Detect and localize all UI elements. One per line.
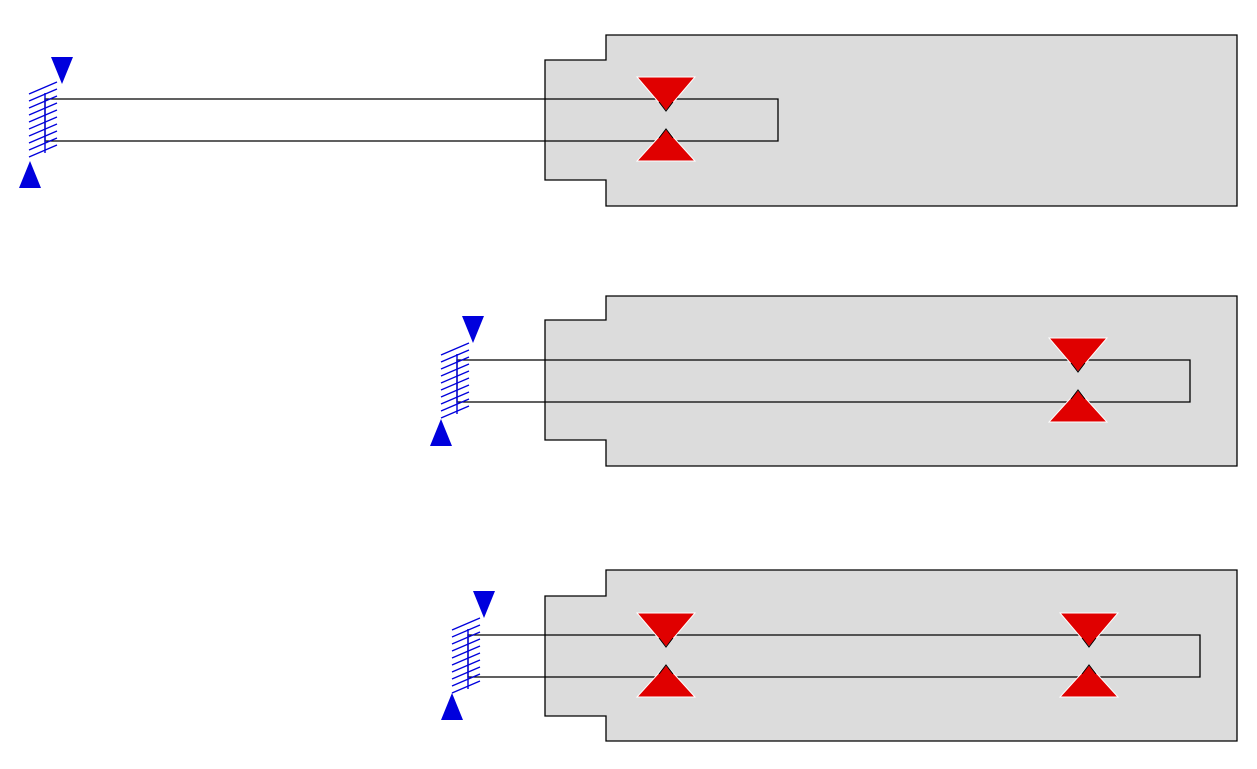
clamp-hatch — [440, 349, 470, 363]
clamp-hatch — [440, 356, 470, 370]
clamp-arrow-bottom-icon — [19, 161, 41, 188]
panel-1 — [19, 34, 1238, 207]
contact-bottom-edge — [658, 128, 674, 139]
clamp-hatch — [440, 370, 470, 384]
contact-bottom-icon — [635, 128, 697, 162]
clamp-hatch — [451, 673, 481, 687]
triangle-contact-icon — [635, 612, 697, 698]
clamp-arrow-bottom-icon — [430, 419, 452, 446]
clamp-hatch — [28, 144, 58, 158]
clamp-hatch — [440, 405, 470, 419]
contact-bottom-icon — [635, 664, 697, 698]
clamp-hatch — [440, 384, 470, 398]
clamp-hatch — [451, 617, 481, 631]
contact-top-icon — [1047, 337, 1109, 373]
clamp-hatch — [28, 102, 58, 116]
clamp-hatch — [28, 137, 58, 151]
contact-bottom-icon — [1058, 664, 1120, 698]
contact-top-edge — [658, 101, 674, 112]
clamp-hatch — [440, 342, 470, 356]
panel-2 — [430, 295, 1238, 467]
contact-top-icon — [1058, 612, 1120, 648]
clamp-hatch — [440, 391, 470, 405]
clamp-hatch — [451, 666, 481, 680]
contact-top-edge — [1070, 362, 1086, 373]
housing — [544, 295, 1238, 467]
clamp-hatch — [28, 130, 58, 144]
triangle-contact-icon — [1058, 612, 1120, 698]
contact-bottom-edge — [1070, 389, 1086, 400]
clamp-hatch — [451, 631, 481, 645]
clamp-hatch — [451, 680, 481, 694]
clamp-arrow-top-icon — [462, 316, 484, 343]
contact-bottom-edge — [658, 664, 674, 675]
fixed-clamp-icon — [430, 316, 484, 446]
triangle-contact-icon — [1047, 337, 1109, 423]
contact-bottom-icon — [1047, 389, 1109, 423]
clamp-hatch — [28, 81, 58, 95]
fixed-clamp-icon — [19, 57, 73, 188]
clamp-hatch — [28, 88, 58, 102]
clamp-hatch — [28, 95, 58, 109]
clamp-hatch — [451, 652, 481, 666]
fixed-clamp-icon — [441, 591, 495, 720]
clamp-arrow-top-icon — [473, 591, 495, 618]
clamp-arrow-top-icon — [51, 57, 73, 84]
clamp-hatch — [451, 624, 481, 638]
contact-top-edge — [1081, 637, 1097, 648]
panel-3 — [441, 569, 1238, 742]
clamp-hatch — [440, 398, 470, 412]
clamp-hatch — [451, 638, 481, 652]
contact-top-edge — [658, 637, 674, 648]
contact-top-icon — [635, 612, 697, 648]
clamp-hatch — [440, 363, 470, 377]
clamp-arrow-bottom-icon — [441, 693, 463, 720]
clamp-hatch — [451, 659, 481, 673]
contact-bottom-edge — [1081, 664, 1097, 675]
triangle-contact-icon — [635, 76, 697, 162]
clamp-hatch — [440, 377, 470, 391]
housing — [544, 569, 1238, 742]
clamp-hatch — [28, 109, 58, 123]
contact-top-icon — [635, 76, 697, 112]
housing — [544, 34, 1238, 207]
clamp-hatch — [28, 123, 58, 137]
clamp-hatch — [28, 116, 58, 130]
clamp-hatch — [451, 645, 481, 659]
